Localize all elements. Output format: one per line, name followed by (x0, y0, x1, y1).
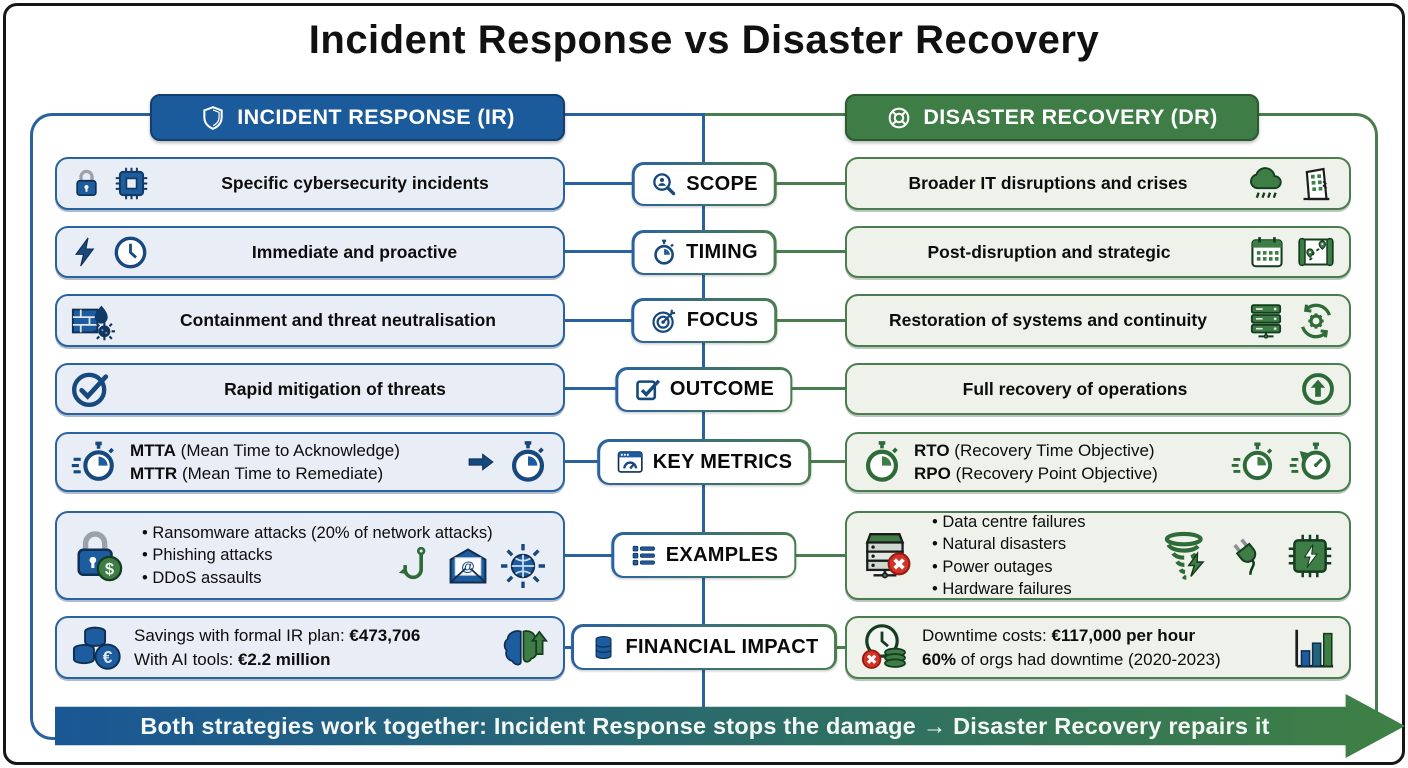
coin-stack-icon (590, 634, 617, 661)
category-pill-financial-impact: FINANCIAL IMPACT (571, 624, 837, 670)
brain-growth-icon (500, 625, 550, 671)
gauge-window-icon (616, 448, 644, 476)
category-pill-examples: EXAMPLES (611, 532, 797, 578)
rewind-stopwatch-icon (1288, 441, 1336, 483)
magnifier-user-icon (650, 171, 677, 198)
list-icon (630, 542, 657, 569)
checkbox-icon (634, 376, 661, 403)
email-at-icon: @ (445, 544, 491, 588)
category-label: EXAMPLES (665, 543, 779, 566)
padlock-icon (70, 167, 103, 200)
summary-banner-text: Both strategies work together: Incident … (140, 712, 1270, 739)
category-label: FINANCIAL IMPACT (625, 635, 819, 658)
ir-timing-text: Immediate and proactive (251, 241, 458, 262)
ir-examples-list: Ransomware attacks (20% of network attac… (134, 522, 550, 588)
category-label: FOCUS (686, 309, 759, 331)
map-route-icon (1296, 232, 1336, 272)
dr-row-focus: Restoration of systems and continuity (845, 294, 1351, 347)
stopwatch-icon (506, 440, 550, 484)
dr-key-metrics-text: RTO (Recovery Time Objective)RPO (Recove… (914, 440, 1158, 483)
ir-header: INCIDENT RESPONSE (IR) (150, 94, 565, 141)
svg-text:$: $ (105, 559, 114, 578)
target-dart-icon (650, 307, 678, 335)
ir-outcome-text: Rapid mitigation of threats (224, 378, 446, 399)
lightning-icon (70, 236, 102, 268)
category-pill-outcome: OUTCOME (615, 367, 793, 412)
tornado-icon (1161, 530, 1213, 582)
category-label: SCOPE (686, 172, 758, 195)
damaged-building-icon (1296, 164, 1336, 204)
dr-row-timing: Post-disruption and strategic (845, 226, 1351, 278)
dr-row-examples: Data centre failuresNatural disastersPow… (845, 511, 1351, 600)
dr-timing-text: Post-disruption and strategic (927, 241, 1171, 262)
dr-examples-list: Data centre failuresNatural disastersPow… (924, 511, 1336, 599)
shield-icon (200, 105, 226, 131)
ir-focus-text: Containment and threat neutralisation (180, 310, 496, 330)
dr-header: DISASTER RECOVERY (DR) (845, 94, 1259, 141)
hook-icon (397, 544, 437, 588)
padlock-coin-icon: $ (70, 529, 124, 583)
ir-key-metrics-text: MTTA (Mean Time to Acknowledge)MTTR (Mea… (130, 440, 400, 483)
speed-stopwatch-green-icon (1230, 441, 1278, 483)
ir-examples-icons: @ (397, 542, 547, 590)
svg-text:@: @ (461, 559, 474, 574)
ir-header-label: INCIDENT RESPONSE (IR) (237, 105, 515, 129)
clock-coins-error-icon (860, 622, 912, 674)
clock-icon (112, 234, 149, 271)
euro-coins-icon: € (70, 623, 124, 673)
dr-row-outcome: Full recovery of operations (845, 363, 1351, 415)
server-stack-icon (1246, 301, 1286, 341)
svg-text:€: € (103, 647, 113, 667)
stopwatch-green-icon (860, 440, 904, 484)
chip-bolt-icon (1285, 531, 1335, 581)
dr-scope-text: Broader IT disruptions and crises (908, 173, 1188, 193)
category-label: KEY METRICS (652, 450, 793, 473)
dr-header-label: DISASTER RECOVERY (DR) (923, 105, 1218, 129)
up-arrow-circle-icon (1300, 371, 1336, 407)
server-error-icon (860, 528, 914, 584)
dr-row-key-metrics: RTO (Recovery Time Objective)RPO (Recove… (845, 432, 1351, 492)
plug-icon (1227, 534, 1271, 578)
ir-row-focus: Containment and threat neutralisation (55, 294, 565, 347)
speed-stopwatch-icon (70, 440, 120, 484)
arrow-right-icon (466, 447, 496, 477)
category-pill-key-metrics: KEY METRICS (597, 439, 811, 485)
gear-sync-icon (1296, 301, 1336, 341)
center-divider-line (702, 113, 705, 713)
ir-row-scope: Specific cybersecurity incidents (55, 157, 565, 210)
calendar-icon (1248, 233, 1286, 271)
category-pill-timing: TIMING (631, 230, 777, 275)
category-pill-focus: FOCUS (631, 298, 777, 343)
bar-chart-icon (1290, 625, 1336, 671)
dr-focus-text: Restoration of systems and continuity (889, 310, 1207, 330)
chip-icon (113, 165, 150, 202)
ir-row-examples: $ Ransomware attacks (20% of network att… (55, 511, 565, 600)
outer-frame (3, 3, 1405, 765)
page-title: Incident Response vs Disaster Recovery (308, 18, 1100, 62)
ir-row-key-metrics: MTTA (Mean Time to Acknowledge)MTTR (Mea… (55, 432, 565, 492)
dr-examples-icons (1161, 530, 1335, 582)
category-label: TIMING (686, 241, 758, 263)
firewall-flame-virus-icon (70, 300, 116, 342)
dr-row-scope: Broader IT disruptions and crises (845, 157, 1351, 210)
stopwatch-icon (650, 239, 677, 266)
dr-outcome-text: Full recovery of operations (962, 378, 1188, 399)
storm-cloud-icon (1246, 164, 1286, 204)
ir-row-timing: Immediate and proactive (55, 226, 565, 278)
check-circle-icon (70, 369, 110, 409)
category-pill-scope: SCOPE (631, 162, 777, 206)
globe-ddos-icon (499, 542, 547, 590)
ir-scope-text: Specific cybersecurity incidents (221, 173, 489, 193)
life-ring-icon (886, 105, 912, 131)
category-label: OUTCOME (669, 378, 775, 400)
ir-row-outcome: Rapid mitigation of threats (55, 363, 565, 415)
